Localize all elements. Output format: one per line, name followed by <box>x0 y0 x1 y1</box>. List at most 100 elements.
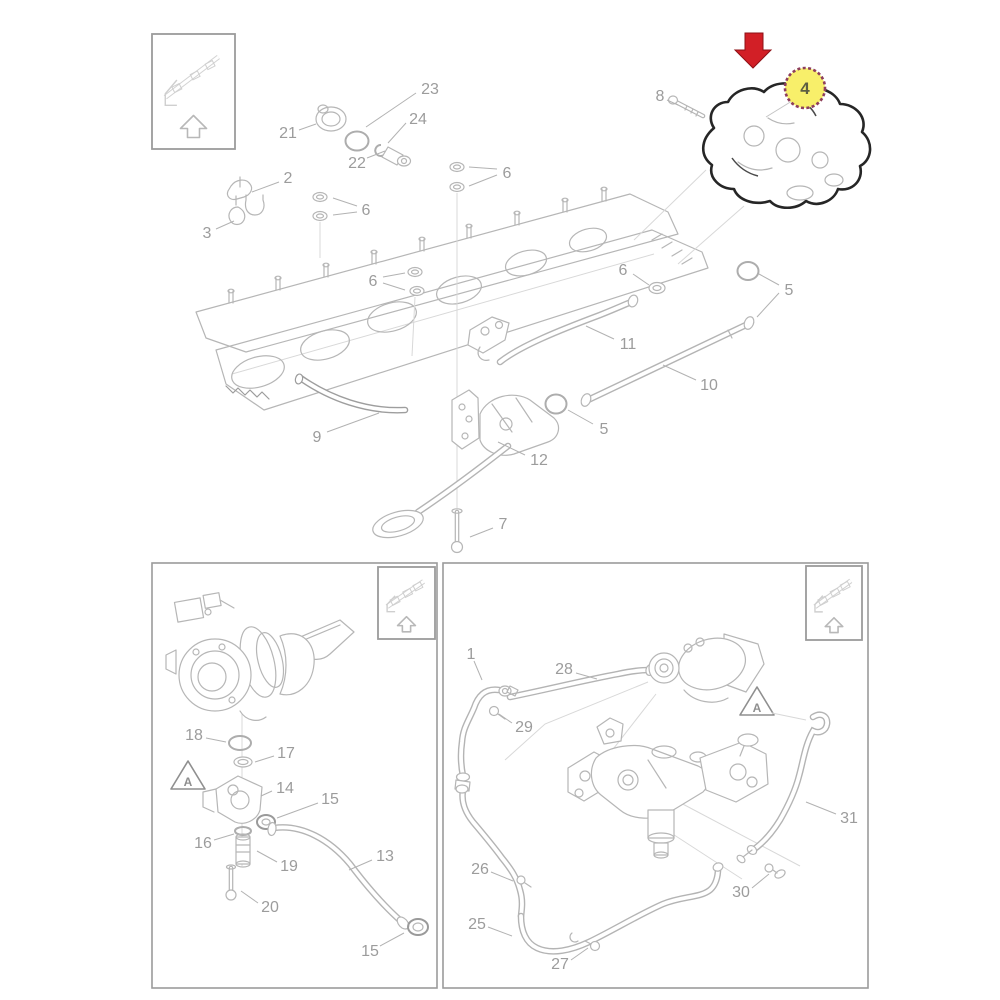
camshaft-housing-part-4-highlighted <box>701 82 872 210</box>
leader-line <box>382 272 406 278</box>
up-arrow-icon <box>824 616 844 634</box>
leader-line <box>215 220 235 230</box>
leader-line <box>498 713 513 724</box>
hose-part-25 <box>521 862 724 952</box>
leader-line <box>570 947 589 961</box>
part-label-5: 5 <box>785 282 794 299</box>
o-ring-part-5 <box>544 393 568 415</box>
part-label-28: 28 <box>555 661 573 678</box>
construction-lines <box>633 169 745 265</box>
up-arrow-icon <box>396 615 417 633</box>
inset-cam-lobe <box>412 581 424 592</box>
leader-line <box>758 273 780 286</box>
leader-line <box>382 282 406 291</box>
turbocharger-diagram <box>165 592 429 936</box>
inset-cam-lobe <box>171 82 183 94</box>
leader-line <box>332 211 358 216</box>
leader-line <box>575 672 598 680</box>
leader-line <box>348 859 373 871</box>
part-label-12: 12 <box>530 452 548 469</box>
bolt-part-7 <box>450 508 464 554</box>
leader-line <box>387 122 407 144</box>
red-arrow-icon <box>733 32 773 69</box>
camshaft-cover <box>195 186 709 411</box>
inset-cam-drawing-inner <box>386 580 425 608</box>
part-label-3: 3 <box>203 225 212 242</box>
bolt-part-8 <box>667 95 704 116</box>
leader-line <box>365 92 417 128</box>
o-ring-part-5 <box>736 261 760 281</box>
leader-line <box>379 932 405 947</box>
part-4-highlight-badge <box>783 66 827 110</box>
spacer-part-19 <box>235 833 251 868</box>
part-label-20: 20 <box>261 899 279 916</box>
warning-triangle-label: A <box>753 701 762 715</box>
inset-cam-lobe <box>402 587 414 599</box>
turbocharger <box>165 592 355 721</box>
part-label-7: 7 <box>499 516 508 533</box>
leader-line <box>276 802 319 819</box>
warning-triangle-icon <box>739 686 775 716</box>
part-label-25: 25 <box>468 916 486 933</box>
leader-line <box>254 755 275 763</box>
inset-cam-lobe <box>839 580 851 592</box>
part-label-2: 2 <box>284 170 293 187</box>
part-label-10: 10 <box>700 377 718 394</box>
part-label-22: 22 <box>348 155 366 172</box>
fuel-lines-panel-border <box>442 562 869 989</box>
pipe-part-11 <box>467 294 639 362</box>
frames-layer: AA <box>151 33 869 989</box>
fuel-pump-assembly <box>567 717 769 859</box>
leader-line <box>751 873 770 889</box>
leader-line <box>298 123 317 131</box>
part-label-17: 17 <box>277 745 295 762</box>
valve-part-14 <box>202 775 263 824</box>
part-label-14: 14 <box>276 780 294 797</box>
part-label-21: 21 <box>279 125 297 142</box>
hose-part-31 <box>736 715 827 864</box>
grommets-part-6 <box>312 161 666 297</box>
leader-line <box>567 409 594 425</box>
part-label-30: 30 <box>732 884 750 901</box>
leader-line <box>332 197 358 207</box>
part-label-9: 9 <box>313 429 322 446</box>
leader-line <box>756 292 780 318</box>
bracket-part-2 <box>226 176 265 216</box>
pipe-part-10 <box>580 316 755 407</box>
badge-leader-line <box>765 100 793 118</box>
seal-ring-part-23 <box>344 130 370 152</box>
inset-cam-lobe <box>829 587 841 598</box>
part-label-24: 24 <box>409 111 427 128</box>
part-label-6: 6 <box>362 202 371 219</box>
part-4-badge-label: 4 <box>800 79 810 98</box>
leader-line <box>256 850 278 863</box>
washer-part-17 <box>233 756 253 768</box>
leader-line <box>473 660 483 681</box>
leader-line <box>497 441 526 456</box>
leader-line <box>666 99 679 106</box>
inset-direction-arrow-icon <box>814 595 824 613</box>
hose-part-26 <box>455 784 532 916</box>
part-label-6: 6 <box>369 273 378 290</box>
inset-direction-arrow-icon <box>386 595 396 613</box>
turbocharger-panel-border <box>151 562 438 989</box>
leader-line <box>326 412 380 433</box>
labels-layer: 1817141516191320151282931263025272324212… <box>185 81 858 973</box>
assembly-line <box>411 296 416 357</box>
part-label-18: 18 <box>185 727 203 744</box>
seal-part-15 <box>256 814 276 830</box>
part-label-13: 13 <box>376 848 394 865</box>
part-label-15: 15 <box>361 943 379 960</box>
leader-line <box>468 174 498 187</box>
seal-part-15b <box>407 918 429 936</box>
leader-line <box>585 325 615 340</box>
part-label-27: 27 <box>551 956 569 973</box>
ring-part-16 <box>234 826 252 836</box>
part-label-31: 31 <box>840 810 858 827</box>
hose-part-28 <box>510 663 668 697</box>
leader-line <box>251 181 280 193</box>
inset-cam-drawing-inner <box>814 579 852 608</box>
leader-line <box>366 150 386 159</box>
part-label-23: 23 <box>421 81 439 98</box>
